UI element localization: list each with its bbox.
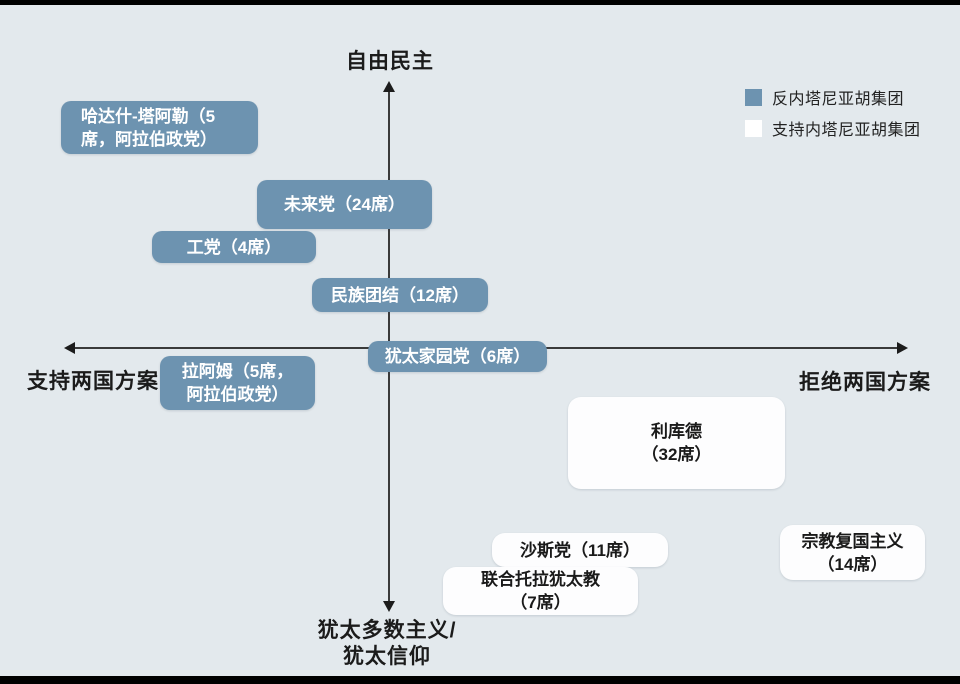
party-box-hadash-taal: 哈达什-塔阿勒（5 席，阿拉伯政党） — [61, 101, 258, 154]
letterbox-bar-bottom — [0, 676, 960, 684]
letterbox-bar-top — [0, 0, 960, 5]
legend-label-pro-bloc: 支持内塔尼亚胡集团 — [772, 122, 921, 139]
arrow-left-icon — [64, 342, 75, 354]
arrow-up-icon — [383, 81, 395, 92]
party-box-labor: 工党（4席） — [152, 231, 316, 263]
party-box-utj: 联合托拉犹太教 （7席） — [443, 567, 638, 615]
axis-label-right: 拒绝两国方案 — [799, 371, 931, 394]
party-box-religious-zionism: 宗教复国主义 （14席） — [780, 525, 925, 580]
party-box-likud: 利库德 （32席） — [568, 397, 785, 489]
axis-label-bottom: 犹太多数主义/ 犹太信仰 — [317, 619, 457, 668]
axis-label-top: 自由民主 — [346, 50, 434, 73]
party-box-raam: 拉阿姆（5席， 阿拉伯政党） — [160, 356, 315, 410]
legend-label-anti-bloc: 反内塔尼亚胡集团 — [772, 91, 905, 108]
arrow-down-icon — [383, 601, 395, 612]
party-box-yesh-atid: 未来党（24席） — [257, 180, 432, 229]
legend-swatch-pro-bloc — [745, 119, 762, 137]
legend-row-pro-bloc: 支持内塔尼亚胡集团 — [745, 116, 921, 140]
axis-label-left: 支持两国方案 — [27, 370, 159, 393]
legend-swatch-anti-bloc — [745, 88, 762, 106]
party-box-shas: 沙斯党（11席） — [492, 533, 668, 567]
legend: 反内塔尼亚胡集团 支持内塔尼亚胡集团 — [745, 85, 921, 140]
legend-row-anti-bloc: 反内塔尼亚胡集团 — [745, 85, 921, 109]
party-box-jewish-home: 犹太家园党（6席） — [368, 341, 547, 372]
party-box-national-unity: 民族团结（12席） — [312, 278, 488, 312]
arrow-right-icon — [897, 342, 908, 354]
